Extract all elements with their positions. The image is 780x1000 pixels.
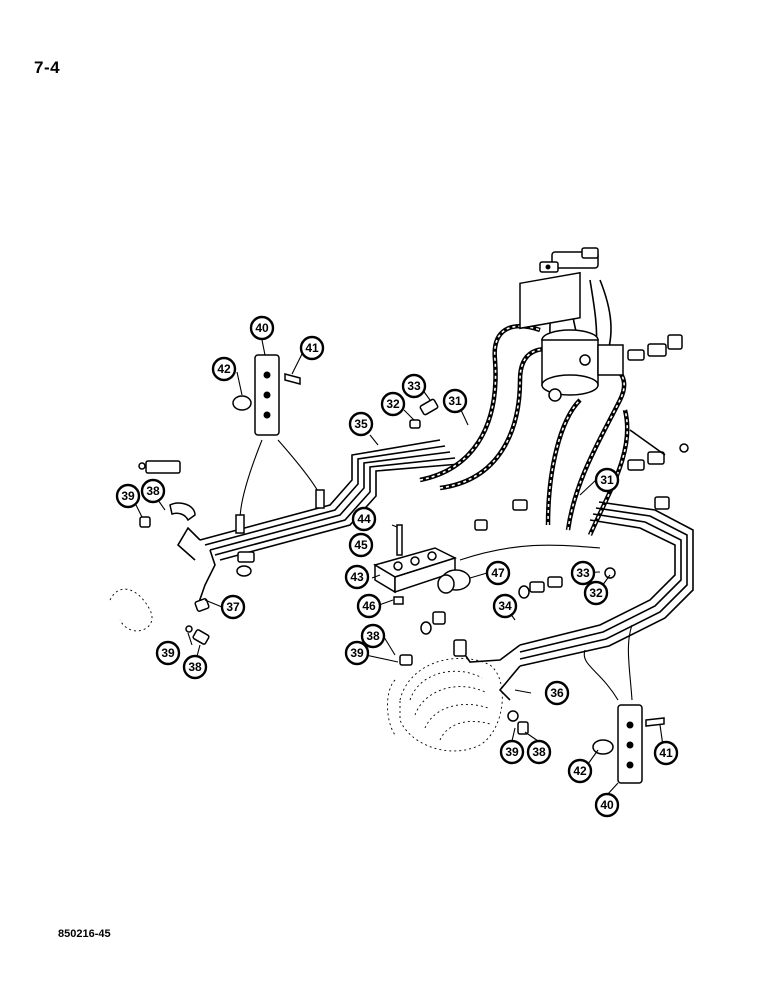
svg-text:39: 39 <box>505 745 519 759</box>
tube-clamp-upper <box>232 354 325 534</box>
svg-text:43: 43 <box>350 570 364 584</box>
callout-44: 44 <box>351 506 377 532</box>
callout-39-lower-left: 39 <box>155 640 181 666</box>
svg-text:33: 33 <box>407 379 421 393</box>
callout-40-upper: 40 <box>249 315 275 341</box>
left-fittings <box>109 460 255 645</box>
svg-text:39: 39 <box>350 646 364 660</box>
svg-text:44: 44 <box>357 512 371 526</box>
svg-text:42: 42 <box>217 362 231 376</box>
right-upper-fittings <box>627 334 689 510</box>
callout-42-upper: 42 <box>211 356 237 382</box>
callout-34: 34 <box>492 593 518 619</box>
callout-46: 46 <box>356 593 382 619</box>
svg-text:38: 38 <box>366 629 380 643</box>
svg-text:41: 41 <box>659 746 673 760</box>
svg-text:38: 38 <box>146 484 160 498</box>
figure-code: 850216-45 <box>58 928 111 940</box>
ghosted-component <box>387 658 503 752</box>
callout-40-lower: 40 <box>594 792 620 818</box>
svg-text:38: 38 <box>188 660 202 674</box>
svg-text:31: 31 <box>448 394 462 408</box>
callout-39-center: 39 <box>344 640 370 666</box>
callout-37: 37 <box>220 594 246 620</box>
callout-41-lower: 41 <box>653 740 679 766</box>
callout-36: 36 <box>544 680 570 706</box>
callout-38-left: 38 <box>140 478 166 504</box>
clamp-block-assembly <box>373 524 601 605</box>
svg-text:39: 39 <box>161 646 175 660</box>
svg-text:32: 32 <box>386 397 400 411</box>
control-valve <box>519 271 624 402</box>
tube-clamp-lower <box>583 624 665 784</box>
svg-text:31: 31 <box>600 473 614 487</box>
callout-32-right: 32 <box>583 580 609 606</box>
svg-text:32: 32 <box>589 586 603 600</box>
callout-39-bottom: 39 <box>499 739 525 765</box>
callout-45: 45 <box>348 532 374 558</box>
callout-43: 43 <box>344 564 370 590</box>
steel-tube-bundle-right <box>454 501 694 701</box>
callout-39-left: 39 <box>115 483 141 509</box>
svg-text:37: 37 <box>226 600 240 614</box>
top-manifold-fitting <box>539 247 599 273</box>
callout-42-lower: 42 <box>567 758 593 784</box>
steel-tube-bundle-left <box>176 439 461 606</box>
callout-41-upper: 41 <box>299 335 325 361</box>
callout-38-bottom: 38 <box>526 739 552 765</box>
svg-text:35: 35 <box>354 417 368 431</box>
callout-31-right: 31 <box>594 467 620 493</box>
page-number: 7-4 <box>34 58 61 77</box>
svg-text:42: 42 <box>573 764 587 778</box>
svg-text:34: 34 <box>498 599 512 613</box>
svg-text:36: 36 <box>550 686 564 700</box>
svg-text:33: 33 <box>576 566 590 580</box>
callout-38-center: 38 <box>360 623 386 649</box>
svg-text:45: 45 <box>354 538 368 552</box>
svg-text:39: 39 <box>121 489 135 503</box>
svg-text:40: 40 <box>600 798 614 812</box>
callout-35: 35 <box>348 411 374 437</box>
svg-text:40: 40 <box>255 321 269 335</box>
svg-text:47: 47 <box>491 566 505 580</box>
callout-47: 47 <box>485 560 511 586</box>
callout-33-right: 33 <box>570 560 596 586</box>
center-fittings <box>399 398 616 735</box>
callout-31-upper: 31 <box>442 388 468 414</box>
svg-text:46: 46 <box>362 599 376 613</box>
callout-38-lower-left: 38 <box>182 654 208 680</box>
callout-33-upper: 33 <box>401 373 427 399</box>
callout-32-upper: 32 <box>380 391 406 417</box>
svg-text:38: 38 <box>532 745 546 759</box>
svg-text:41: 41 <box>305 341 319 355</box>
